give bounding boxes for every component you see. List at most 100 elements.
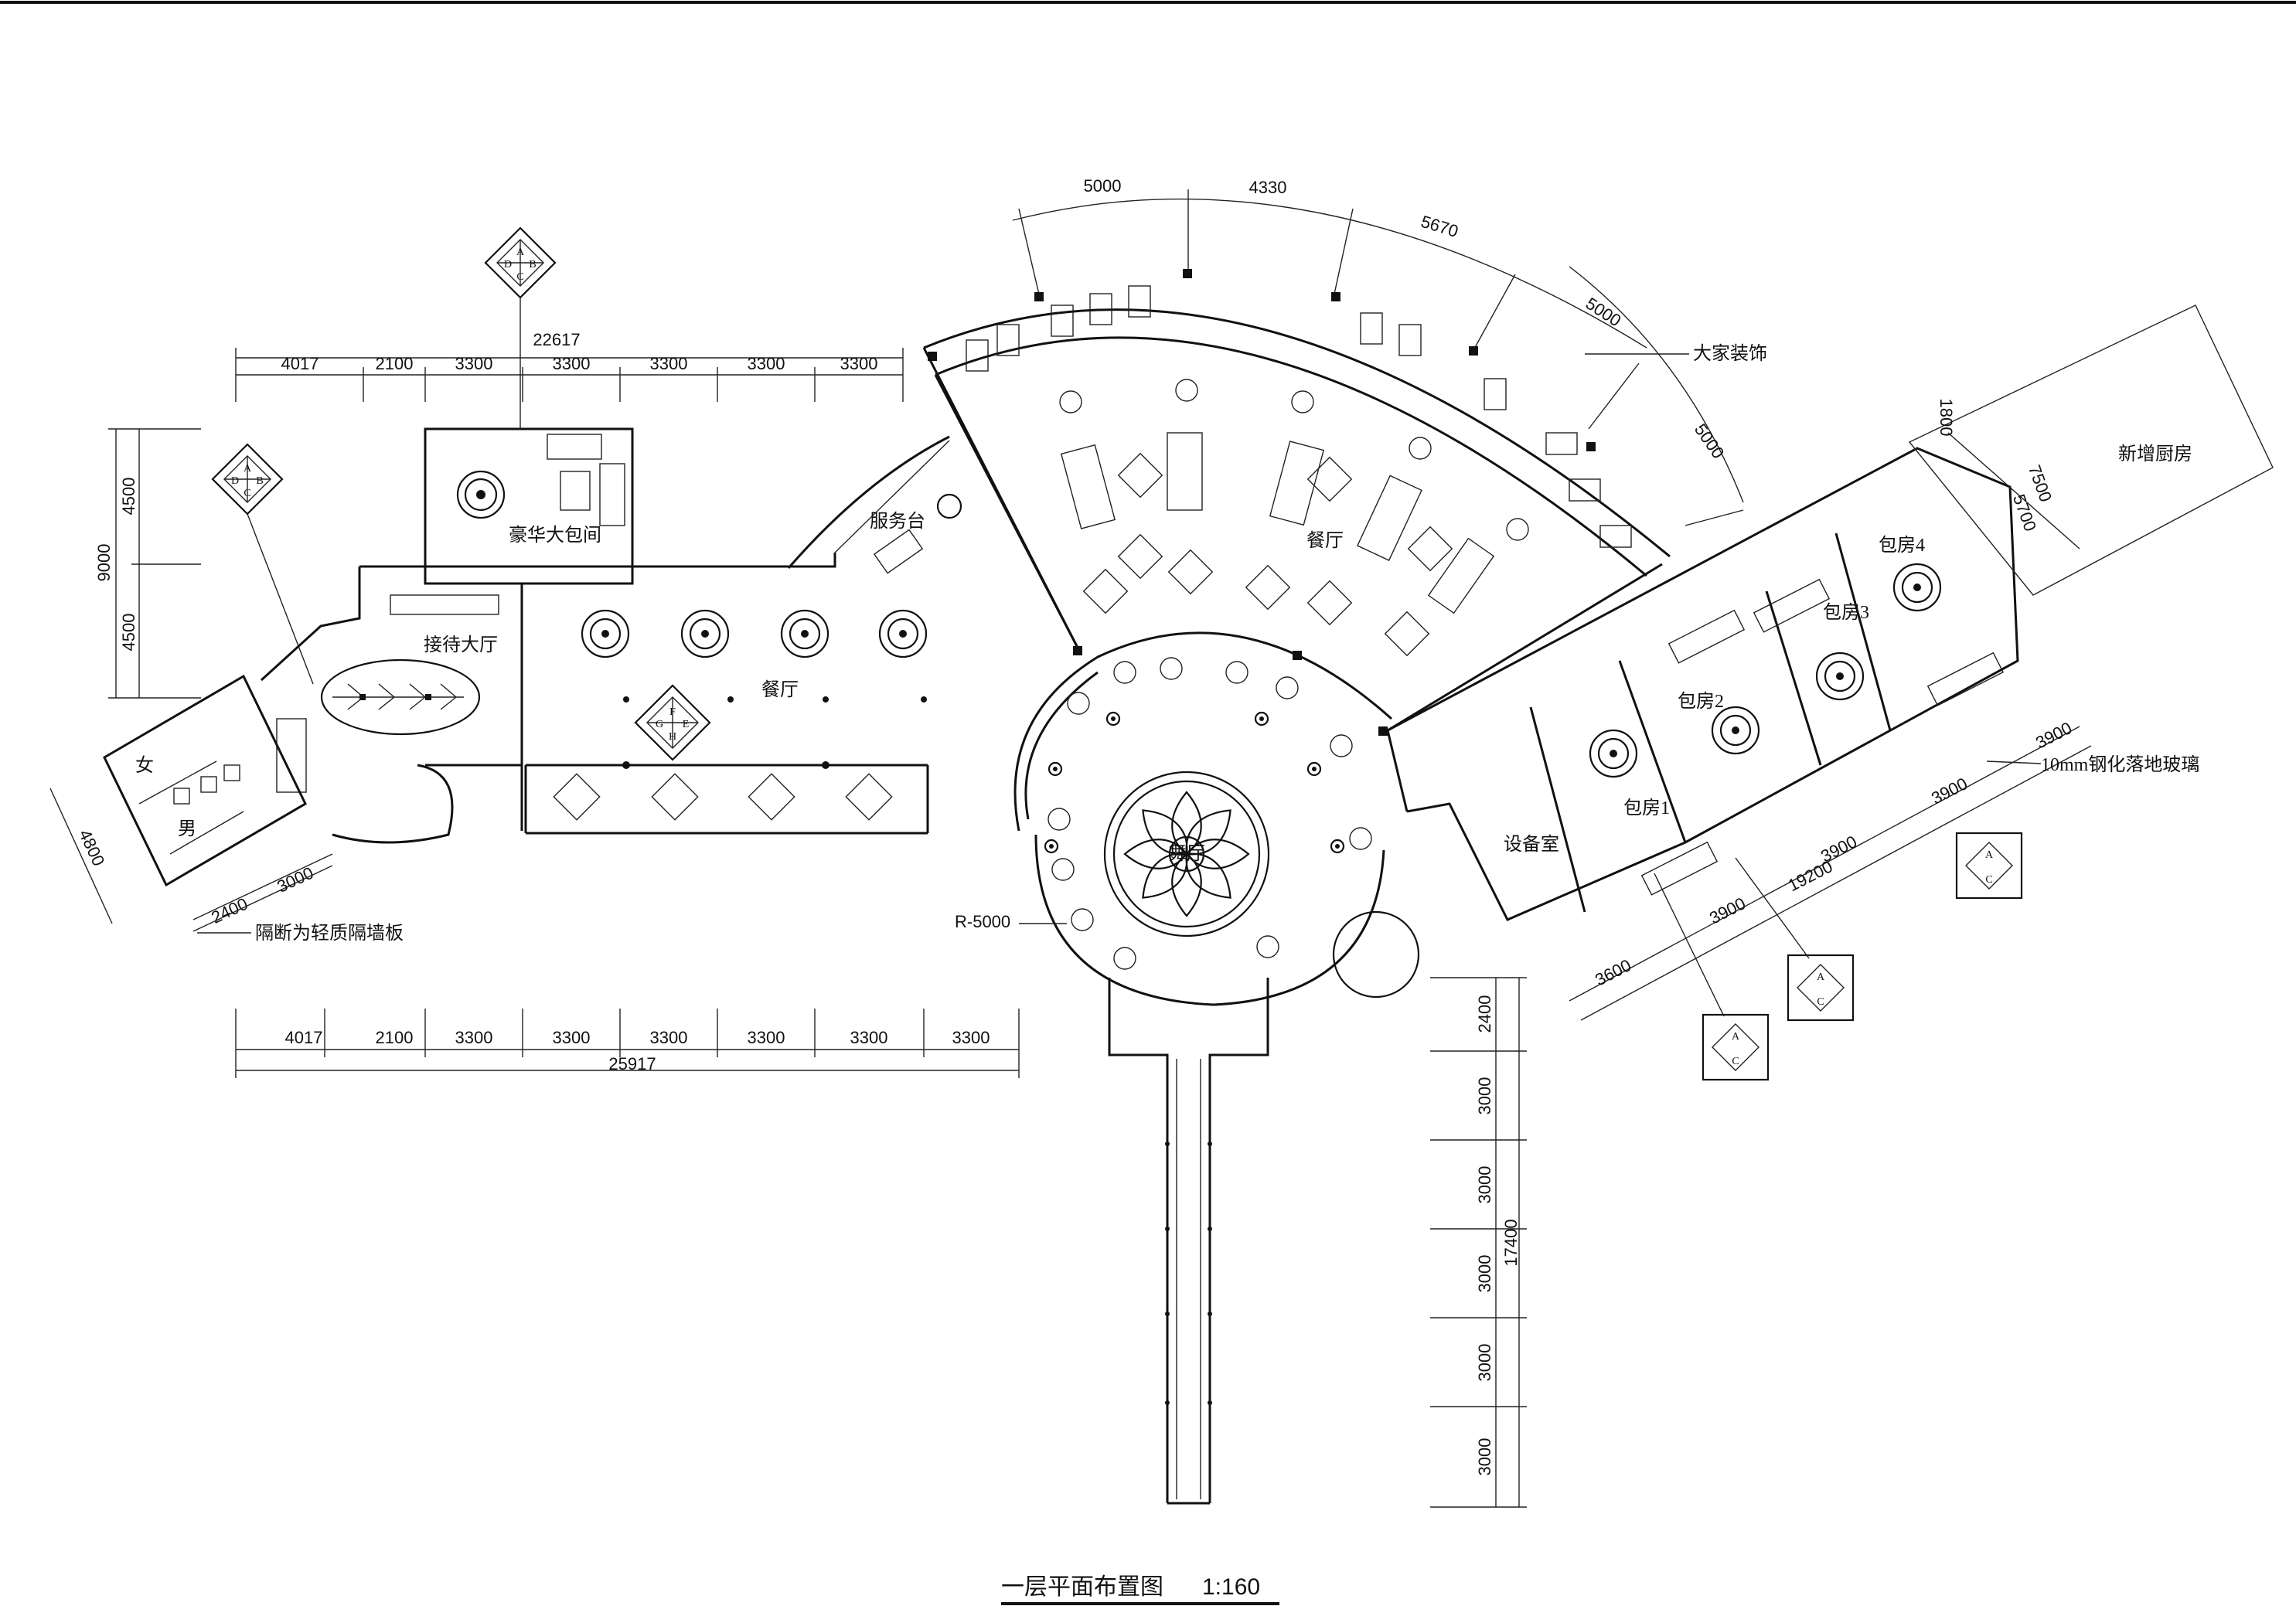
walkway-dimensions: 2400 3000 3000 3000 3000 3000 17400 — [1430, 977, 1527, 1508]
reception-label: 接待大厅 — [424, 635, 498, 655]
toilet-dimensions: 4800 2400 3000 — [49, 788, 333, 932]
luxury-room: 豪华大包间 — [424, 427, 634, 568]
index-marker: A B C D — [484, 226, 557, 299]
new-kitchen: 新增厨房 1800 7500 5700 — [1908, 305, 2274, 596]
marker-c: C — [1817, 996, 1824, 1008]
square-tables-west — [553, 773, 893, 821]
dim-bottom-seg: 3300 — [952, 1028, 990, 1047]
marker-e: E — [683, 719, 690, 730]
dim-toilet: 4800 — [75, 826, 108, 869]
dim-top-seg: 3300 — [455, 354, 493, 373]
toilet-male-label: 男 — [178, 819, 196, 839]
dim-walkway-seg: 3000 — [1475, 1077, 1494, 1115]
marker-a: A — [1985, 849, 1994, 861]
marble-note: 大家装饰 — [1693, 343, 1767, 364]
left-dimension-chain: 9000 4500 4500 — [94, 428, 201, 699]
round-tables-west — [581, 609, 928, 658]
marker-c: C — [516, 271, 523, 283]
dim-left-total: 9000 — [94, 544, 114, 582]
east-wing-dimensions: 3600 3900 3900 3900 3900 19200 10mm钢化落地玻… — [1569, 718, 2199, 1021]
west-dining-block: 服务台 餐厅 — [260, 435, 962, 835]
dim-left-seg: 4500 — [119, 478, 138, 515]
private-room-2-label: 包房2 — [1678, 691, 1724, 712]
fan-dining-hall: 餐厅 大家装饰 — [922, 269, 1767, 736]
dim-wing-total: 19200 — [1785, 856, 1836, 895]
dim-bottom-seg: 2100 — [376, 1028, 414, 1047]
new-kitchen-label: 新增厨房 — [2118, 444, 2192, 464]
dim-walkway-total: 17400 — [1501, 1219, 1521, 1266]
columns-west — [622, 696, 927, 769]
glass-note: 10mm钢化落地玻璃 — [2041, 754, 2199, 775]
dim-bottom-seg: 4017 — [285, 1028, 323, 1047]
service-desk-label: 服务台 — [870, 511, 925, 532]
dim-kitchen: 1800 — [1937, 399, 1956, 437]
dim-walkway-seg: 2400 — [1475, 995, 1494, 1033]
index-marker: A C — [1955, 832, 2023, 900]
reception: 接待大厅 — [276, 565, 522, 844]
index-marker: A B C D — [211, 443, 284, 515]
dim-wing-seg: 3900 — [1928, 774, 1971, 808]
walkway — [1108, 978, 1269, 1505]
private-room-1-label: 包房1 — [1623, 798, 1670, 818]
dim-top-total: 22617 — [533, 330, 580, 349]
dim-arc-seg: 5000 — [1084, 176, 1122, 196]
marker-h: H — [669, 731, 676, 743]
index-marker: A C — [1787, 954, 1855, 1022]
drawing-title: 一层平面布置图 1:160 — [1001, 1574, 1279, 1605]
dim-walkway-seg: 3000 — [1475, 1438, 1494, 1476]
marker-c: C — [1985, 874, 1992, 886]
marker-b: B — [256, 475, 263, 487]
marker-a: A — [516, 247, 525, 258]
dim-bottom-seg: 3300 — [553, 1028, 591, 1047]
east-wing: 设备室 包房1 包房2 包房3 包房4 — [1387, 447, 2019, 921]
dim-toilet: 2400 — [208, 894, 250, 927]
toilet-block: 女 男 — [103, 674, 307, 887]
flower-pattern — [1123, 791, 1250, 917]
fan-dining-label: 餐厅 — [1306, 530, 1344, 551]
dim-wing-seg: 3600 — [1592, 955, 1634, 989]
private-room-3-label: 包房3 — [1823, 602, 1869, 623]
marker-d: D — [504, 259, 512, 270]
dim-walkway-seg: 3000 — [1475, 1255, 1494, 1293]
dim-arc-seg: 5000 — [1582, 294, 1625, 331]
dim-top-seg: 3300 — [650, 354, 688, 373]
partition-note: 隔断为轻质隔墙板 — [255, 923, 404, 944]
dim-wing-seg: 3900 — [2032, 718, 2075, 752]
dim-arc-seg: 4330 — [1249, 178, 1287, 197]
dim-top-seg: 2100 — [376, 354, 414, 373]
dim-bottom-seg: 3300 — [455, 1028, 493, 1047]
index-marker: F G H E — [634, 684, 711, 761]
marker-g: G — [656, 719, 663, 730]
marker-c: C — [244, 488, 250, 499]
marker-b: B — [529, 259, 536, 270]
dim-toilet: 3000 — [274, 863, 316, 897]
dim-wing-seg: 3900 — [1706, 893, 1749, 927]
marker-a: A — [244, 463, 252, 475]
dim-top-seg: 4017 — [281, 354, 319, 373]
dim-top-seg: 3300 — [748, 354, 785, 373]
dance-hall-label: 舞厅 — [1168, 843, 1205, 864]
bottom-dimension-chain: 4017 2100 3300 3300 3300 3300 3300 3300 … — [235, 1009, 1020, 1078]
dim-left-seg: 4500 — [119, 614, 138, 652]
marker-d: D — [231, 475, 239, 487]
dim-bottom-seg: 3300 — [748, 1028, 785, 1047]
drawing-scale-text: 1:160 — [1202, 1574, 1260, 1600]
marker-a: A — [1732, 1031, 1740, 1043]
dim-walkway-seg: 3000 — [1475, 1166, 1494, 1204]
private-room-4-label: 包房4 — [1879, 535, 1925, 556]
dim-walkway-seg: 3000 — [1475, 1344, 1494, 1382]
dim-arc-seg: 5670 — [1419, 212, 1460, 241]
dim-bottom-total: 25917 — [608, 1054, 656, 1073]
dim-bottom-seg: 3300 — [850, 1028, 888, 1047]
index-marker: A C — [1702, 1013, 1770, 1081]
toilet-female-label: 女 — [135, 755, 154, 776]
drawing-title-text: 一层平面布置图 — [1001, 1574, 1163, 1600]
luxury-room-label: 豪华大包间 — [509, 525, 601, 546]
arc-dimension-chain: 5000 4330 5670 5000 5000 — [1012, 176, 1744, 526]
dim-top-seg: 3300 — [553, 354, 591, 373]
marker-c: C — [1732, 1056, 1739, 1067]
dim-top-seg: 3300 — [840, 354, 878, 373]
equipment-room-label: 设备室 — [1504, 834, 1559, 855]
radius-note: R-5000 — [955, 912, 1010, 931]
